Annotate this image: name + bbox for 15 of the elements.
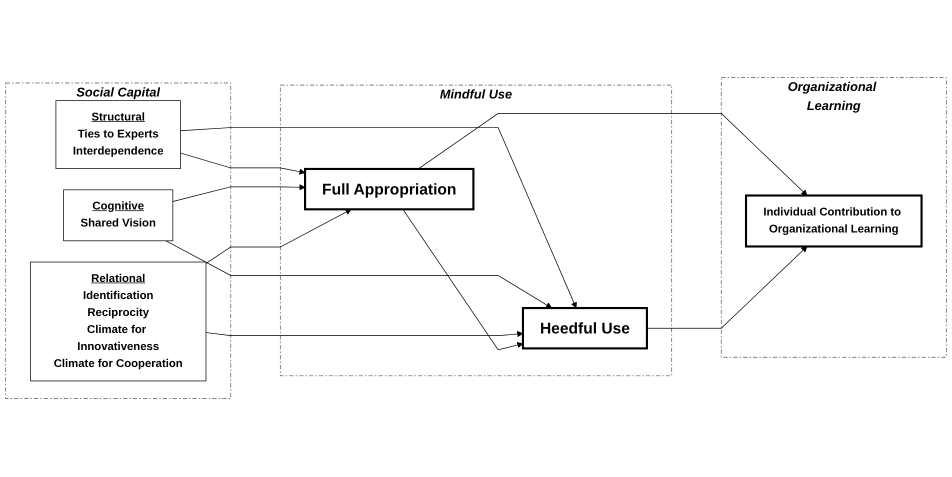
arrow — [206, 331, 524, 338]
arrow — [646, 246, 808, 329]
arrow — [206, 209, 352, 264]
arrow — [180, 153, 306, 176]
node-box: Structural Ties to Experts Interdependence — [56, 100, 181, 170]
arrow — [402, 209, 524, 351]
arrow — [180, 128, 577, 309]
arrow — [418, 113, 808, 196]
node-box: Relational Identification Reciprocity Climate for Innovativeness Climate for Cooperation — [30, 262, 206, 382]
node-box: Heedful Use — [522, 307, 648, 350]
node-box: Individual Contribution to Organizational Learning — [744, 194, 923, 248]
arrow — [166, 240, 552, 309]
arrow — [172, 184, 306, 202]
node-box: Full Appropriation — [304, 168, 474, 211]
node-box: Cognitive Shared Vision — [63, 190, 174, 242]
